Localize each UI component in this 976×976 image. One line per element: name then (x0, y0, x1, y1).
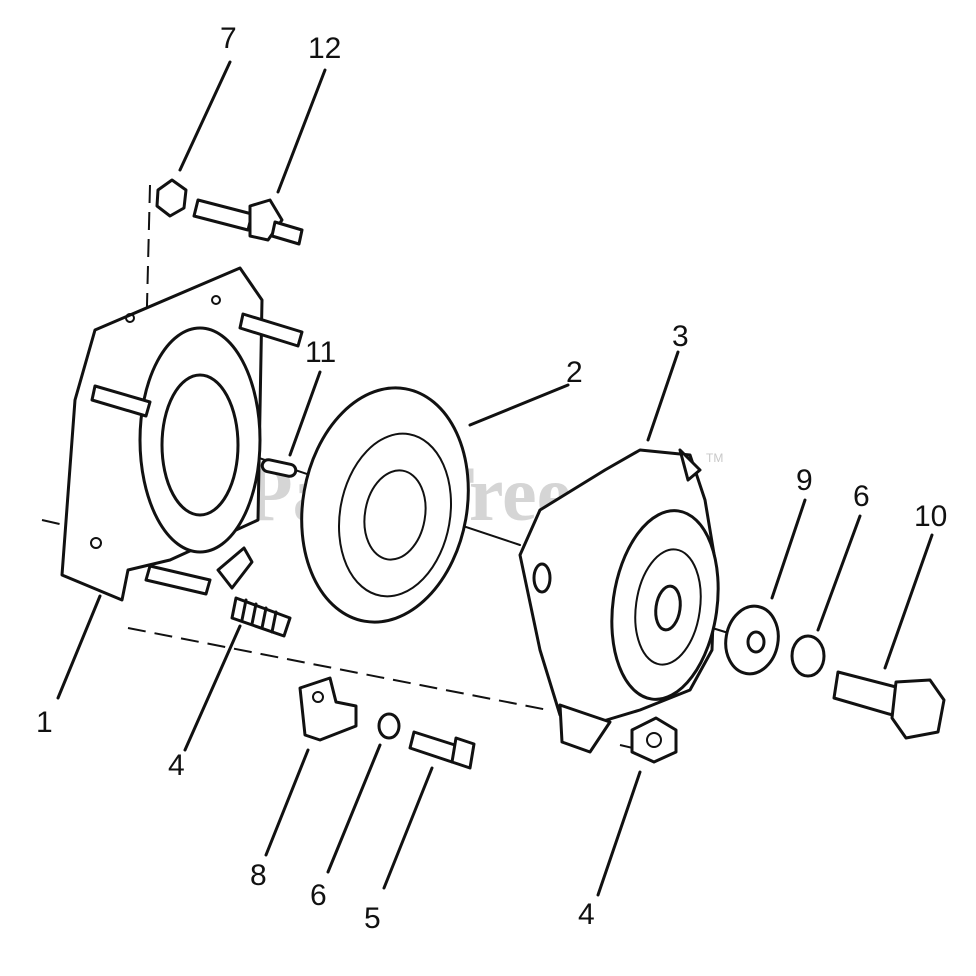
callout-9: 9 (796, 464, 813, 497)
part-7-nut (155, 178, 188, 218)
callout-labels: 7 12 11 2 3 9 6 10 1 4 8 6 5 4 (36, 22, 947, 935)
callout-5: 5 (364, 902, 381, 935)
callout-6-upper: 6 (853, 480, 870, 513)
part-9-washer (724, 604, 780, 676)
part-1-mounting-bracket (60, 266, 264, 602)
callout-8: 8 (250, 859, 267, 892)
part-6-lock-washer-upper (790, 634, 826, 678)
part-10-hex-bolt (832, 670, 946, 740)
callout-7: 7 (220, 22, 237, 55)
part-6-lock-washer-lower (377, 712, 401, 740)
part-5-bolt (408, 730, 476, 770)
callout-10: 10 (914, 500, 947, 533)
callout-2: 2 (566, 356, 583, 389)
callout-4-spring: 4 (168, 749, 185, 782)
part-8-bracket (298, 676, 358, 742)
callout-4-nut: 4 (578, 898, 595, 931)
callout-11: 11 (305, 336, 336, 369)
part-11-key (260, 458, 298, 478)
watermark-trademark: TM (706, 451, 723, 465)
callout-3: 3 (672, 320, 689, 353)
callout-12: 12 (308, 32, 341, 65)
part-3-clutch-pulley (518, 448, 720, 754)
part-12-stud-bolt (192, 198, 304, 246)
bracket-studs (90, 312, 304, 596)
leader-arrows (56, 60, 934, 897)
part-4-spring (230, 596, 292, 638)
part-2-armature (300, 386, 470, 624)
part-4-nut-lower (630, 716, 678, 764)
callout-6-lower: 6 (310, 879, 327, 912)
callout-1: 1 (36, 706, 53, 739)
